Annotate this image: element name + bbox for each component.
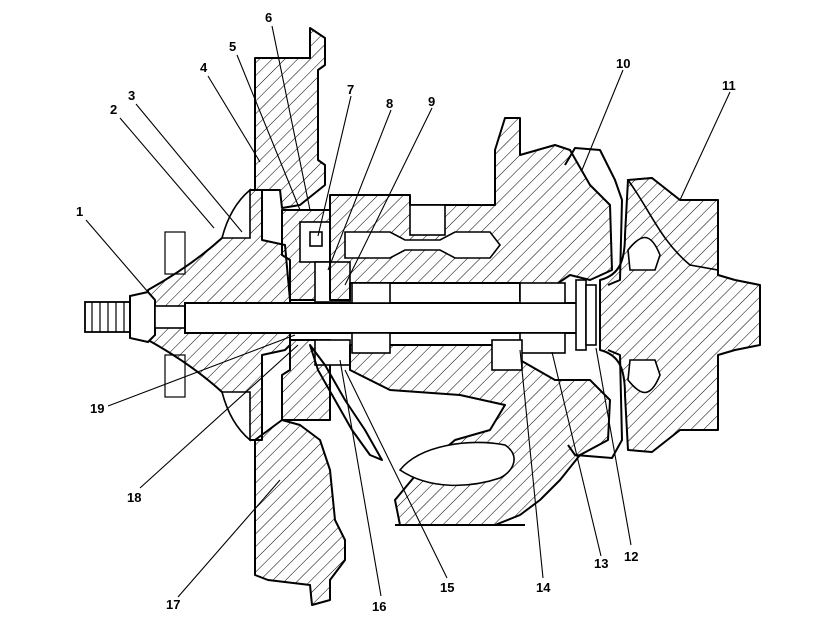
compressor-blade-bottom (220, 391, 251, 442)
leader-lines (85, 25, 731, 598)
turbine-blade-gap-top (627, 236, 661, 271)
label-9: 9 (428, 94, 435, 109)
compressor-housing-upper (254, 27, 326, 209)
turbine-shaft (184, 302, 586, 334)
label-19: 19 (90, 401, 104, 416)
compressor-inlet-shroud-bottom (164, 354, 186, 398)
journal-bearing-compressor-lower (351, 332, 391, 354)
label-5: 5 (229, 39, 236, 54)
label-12: 12 (624, 549, 638, 564)
label-10: 10 (616, 56, 630, 71)
label-6: 6 (265, 10, 272, 25)
oil-deflector (309, 344, 383, 461)
turbine-seal-ring-2 (585, 284, 597, 346)
label-14: 14 (536, 580, 551, 595)
compressor-blade-top (220, 188, 251, 239)
label-1: 1 (76, 204, 83, 219)
oil-gallery-top (344, 231, 502, 259)
shaft-nut (129, 290, 156, 344)
label-4: 4 (200, 60, 208, 75)
label-18: 18 (127, 490, 141, 505)
compressor-housing-lower (254, 419, 346, 606)
thrust-collar (309, 231, 323, 247)
label-7: 7 (347, 82, 354, 97)
label-3: 3 (128, 88, 135, 103)
journal-bearing-turbine (519, 282, 566, 304)
turbine-blade-gap-bottom (627, 359, 661, 394)
journal-bearing-turbine-lower (519, 332, 566, 354)
label-8: 8 (386, 96, 393, 111)
oil-drain-cavity (398, 441, 515, 487)
turbine-seal-ring (575, 279, 587, 351)
compressor-inlet-shroud-top (164, 231, 186, 275)
thrust-bearing-lower (314, 339, 351, 366)
bearing-retainer-14 (491, 339, 523, 371)
label-16: 16 (372, 599, 386, 614)
label-17: 17 (166, 597, 180, 612)
journal-bearing-compressor (351, 282, 391, 304)
turbine-blade-top (626, 177, 719, 271)
label-13: 13 (594, 556, 608, 571)
callout-labels: 1 2 3 4 5 6 7 8 9 10 11 12 13 14 15 16 1… (76, 10, 736, 614)
nut-washer (154, 305, 186, 329)
bearing-housing-upper (329, 117, 613, 301)
label-15: 15 (440, 580, 454, 595)
oil-inlet-port (409, 204, 446, 236)
label-11: 11 (722, 78, 736, 93)
bearing-housing-lower (349, 344, 611, 526)
label-2: 2 (110, 102, 117, 117)
thread-lines (91, 302, 125, 332)
